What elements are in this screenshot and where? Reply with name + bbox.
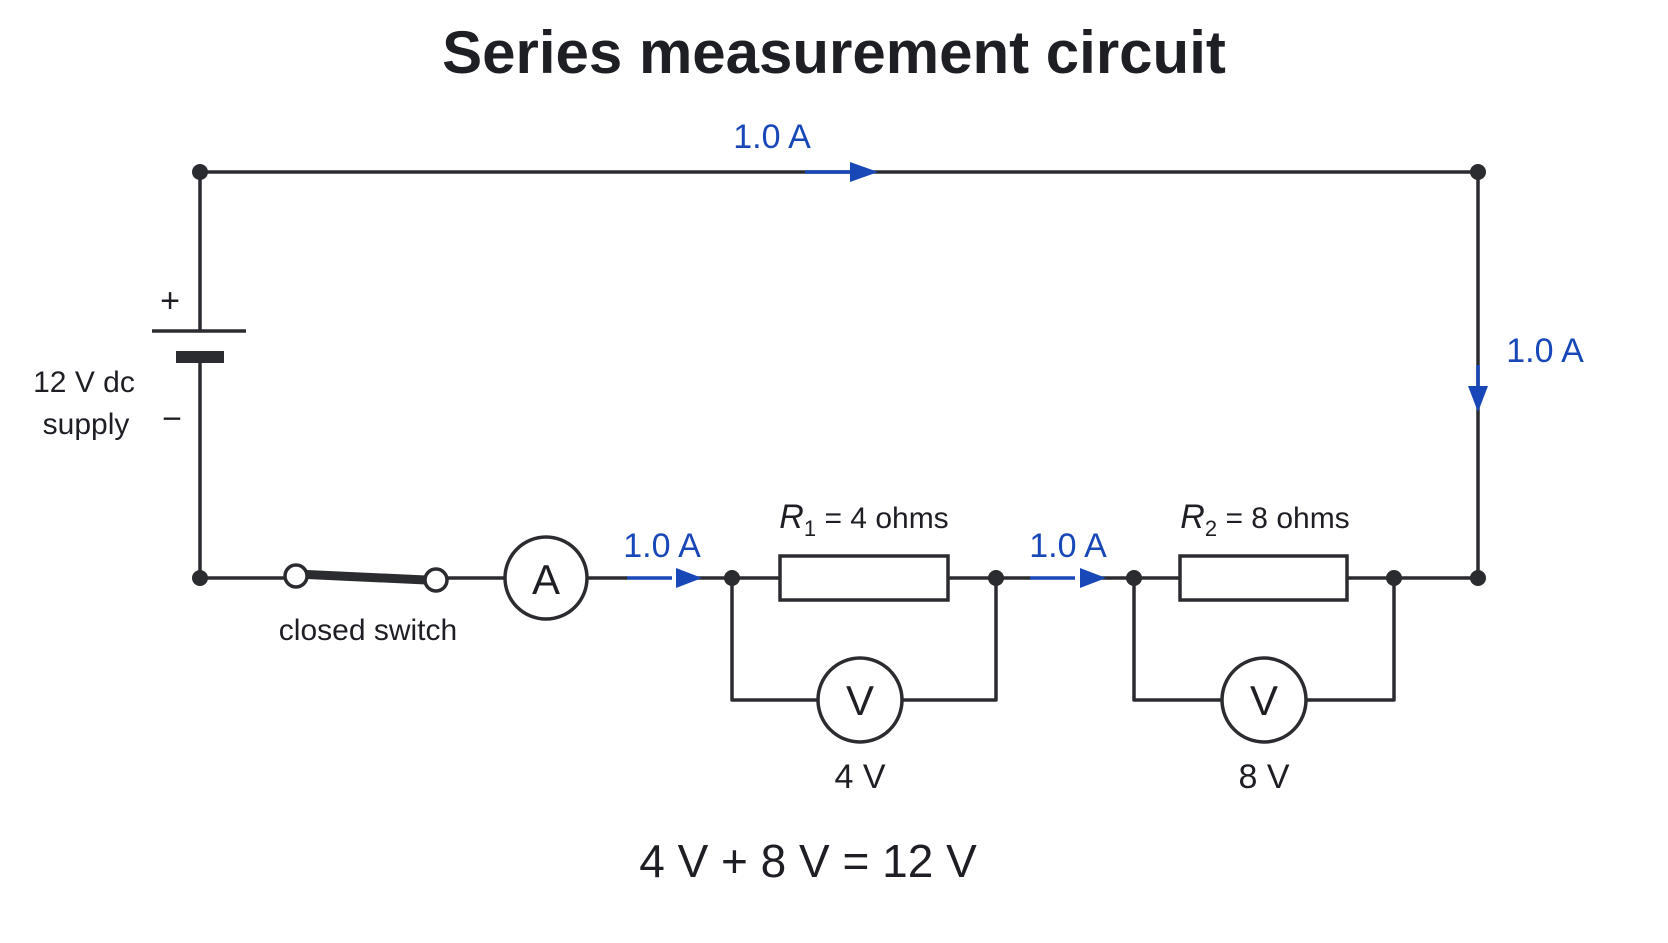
resistor-r2-value: = 8 ohms xyxy=(1217,502,1350,535)
resistor-r1-name: R xyxy=(779,498,804,536)
voltmeter-2-symbol: V xyxy=(1250,677,1278,724)
node-top-right xyxy=(1470,164,1486,180)
supply-label-line1: 12 V dc xyxy=(33,366,135,399)
switch-label: closed switch xyxy=(279,614,457,647)
resistor-r2-body xyxy=(1178,554,1349,602)
between-resistors-current-arrow xyxy=(1080,568,1106,588)
node-bottom-left xyxy=(192,570,208,586)
right-current-arrow xyxy=(1468,386,1488,412)
voltmeter-2: V 8 V xyxy=(1220,656,1308,796)
ammeter-circle xyxy=(503,535,589,621)
voltmeter-1-symbol: V xyxy=(846,677,874,724)
v1-left-lead xyxy=(730,576,820,702)
voltmeter-2-reading: 8 V xyxy=(1238,758,1289,796)
current-label-right: 1.0 A xyxy=(1506,332,1584,370)
voltmeter-1: V 4 V xyxy=(816,656,904,796)
resistor-r1-value: = 4 ohms xyxy=(816,502,949,535)
battery-negative-plate xyxy=(176,351,224,363)
resistor-r1-subscript: 1 xyxy=(804,516,816,541)
top-current-arrow xyxy=(850,162,878,182)
battery-plus-sign: + xyxy=(160,282,180,320)
switch-terminal-left xyxy=(283,563,309,589)
current-label-after-ammeter: 1.0 A xyxy=(623,527,701,565)
supply-label-line2: supply xyxy=(43,408,130,441)
closed-switch: closed switch xyxy=(279,563,457,647)
ammeter: A xyxy=(503,535,589,621)
node-r2-right xyxy=(1386,570,1402,586)
junction-nodes xyxy=(192,164,1486,586)
voltage-sum-equation: 4 V + 8 V = 12 V xyxy=(639,835,977,887)
current-label-between-resistors: 1.0 A xyxy=(1029,527,1107,565)
page-title: Series measurement circuit xyxy=(442,19,1226,86)
v2-right-lead xyxy=(1304,576,1396,702)
dc-supply: + − 12 V dc supply xyxy=(33,282,246,441)
resistor-r2-name: R xyxy=(1180,498,1205,536)
resistor-r2: R2 = 8 ohms xyxy=(1178,498,1350,602)
resistor-r2-label: R2 = 8 ohms xyxy=(1180,498,1349,541)
v2-left-lead xyxy=(1132,576,1224,702)
battery-minus-sign: − xyxy=(162,400,182,438)
node-r1-right xyxy=(988,570,1004,586)
voltmeter-1-reading: 4 V xyxy=(834,758,885,796)
resistor-r1-body xyxy=(778,554,950,602)
current-label-top: 1.0 A xyxy=(733,118,811,156)
node-bottom-right xyxy=(1470,570,1486,586)
switch-terminal-right xyxy=(423,567,449,593)
v1-right-lead xyxy=(900,576,998,702)
voltmeter-1-circle xyxy=(816,656,904,744)
resistor-r1-label: R1 = 4 ohms xyxy=(779,498,948,541)
after-ammeter-current-arrow xyxy=(676,568,702,588)
node-r2-left xyxy=(1126,570,1142,586)
ammeter-symbol: A xyxy=(532,556,560,603)
resistor-r1: R1 = 4 ohms xyxy=(778,498,950,602)
node-top-left xyxy=(192,164,208,180)
voltmeter-2-circle xyxy=(1220,656,1308,744)
resistor-r2-subscript: 2 xyxy=(1205,516,1217,541)
current-arrows xyxy=(627,162,1488,588)
node-r1-left xyxy=(724,570,740,586)
switch-blade xyxy=(291,569,431,585)
